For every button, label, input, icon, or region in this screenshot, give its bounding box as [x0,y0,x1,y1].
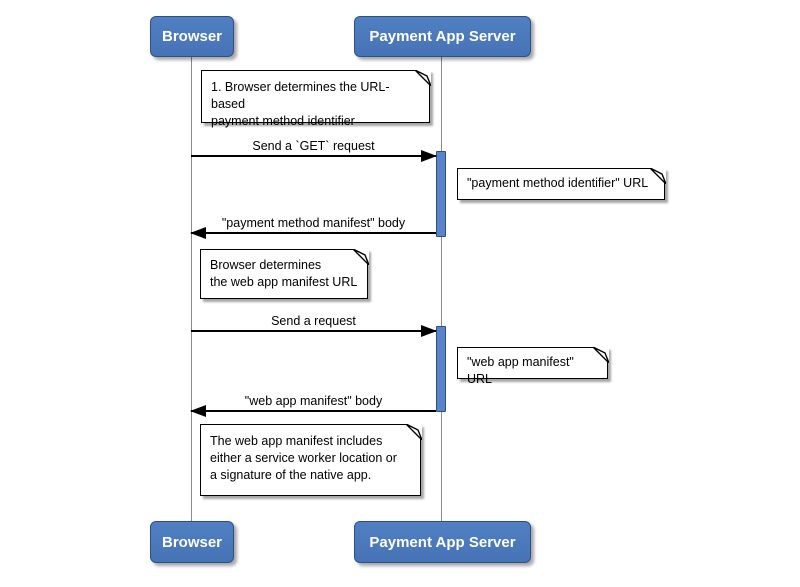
note-fold-icon [592,346,609,363]
note-payment-method-identifier-url: "payment method identifier" URL [457,167,666,200]
note-text: Browser determines the web app manifest … [210,258,358,289]
actor-label: Payment App Server [369,28,516,45]
note-text: 1. Browser determines the URL-based paym… [211,80,390,128]
arrowhead-right-icon [421,150,437,162]
note-browser-determines-manifest: Browser determines the web app manifest … [200,248,369,299]
message-web-app-manifest-body: "web app manifest" body [190,392,436,417]
message-line [191,410,436,412]
message-label: "web app manifest" body [244,394,383,408]
lifeline-browser [191,57,192,521]
actor-label: Browser [161,533,223,551]
message-send-get-request: Send a `GET` request [191,137,437,162]
message-line [191,330,436,332]
arrowhead-left-icon [190,227,206,239]
note-fold-icon [414,69,431,86]
actor-label: Browser [161,28,223,45]
actor-browser-top: Browser [150,16,234,57]
note-fold-icon [649,167,666,184]
message-line [191,155,436,157]
note-fold-icon [352,248,369,265]
message-label: Send a request [271,314,356,328]
note-text: "web app manifest" URL [467,355,574,386]
note-text: "payment method identifier" URL [467,176,649,190]
actor-payment-app-server-bottom: Payment App Server [354,521,531,563]
message-send-request: Send a request [191,312,437,337]
note-step1: 1. Browser determines the URL-based paym… [201,69,431,128]
actor-payment-app-server-top: Payment App Server [354,16,531,57]
actor-label: Payment App Server [369,533,516,551]
note-fold-icon [405,423,422,440]
activation-bar-server-2 [436,326,446,412]
note-text: The web app manifest includes either a s… [210,434,397,482]
message-label: Send a `GET` request [252,139,375,153]
note-web-app-manifest-url: "web app manifest" URL [457,346,609,386]
activation-bar-server-1 [436,151,446,237]
message-line [191,232,436,234]
actor-browser-bottom: Browser [150,521,234,563]
message-label: "payment method manifest" body [221,216,406,230]
note-web-app-manifest-contents: The web app manifest includes either a s… [200,423,422,496]
message-payment-method-manifest-body: "payment method manifest" body [190,214,436,239]
lifeline-payment-app-server [441,57,442,521]
arrowhead-left-icon [190,405,206,417]
arrowhead-right-icon [421,325,437,337]
